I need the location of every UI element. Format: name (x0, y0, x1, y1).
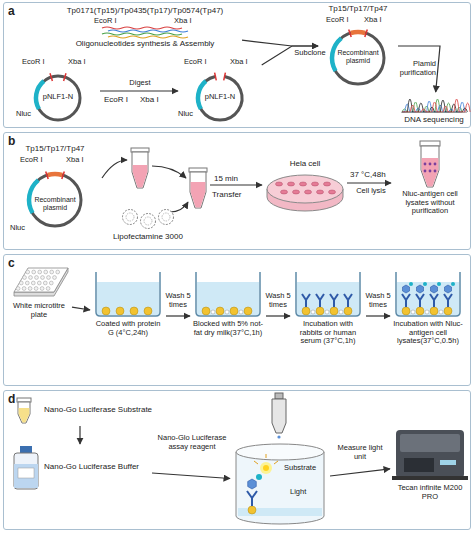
label-text: Xba I (68, 58, 86, 67)
petri-dish: Hela cell (265, 155, 345, 211)
annotation: Xba I (140, 95, 159, 104)
annotation: 37 °C,48h (350, 170, 386, 179)
label-text: Tp0171(Tp15)/Tp0435(Tp17)/Tp0574(Tp47) (50, 6, 240, 15)
tube (189, 168, 207, 208)
label-text: b (8, 135, 15, 149)
edge-label: Wash 5 times (364, 292, 392, 309)
label-text: d (8, 393, 15, 407)
well-step: Coated with protein G (4°C,24h) (92, 268, 164, 364)
label-text: c (8, 257, 15, 271)
label-text: White microtitre plate (8, 302, 70, 319)
connector (366, 315, 390, 316)
label-text: Xba I (174, 17, 192, 26)
panel: dNano-Go Luciferase SubstrateNano-Go Luc… (3, 390, 471, 530)
label-text: Nluc (178, 110, 193, 119)
edge-label: Subclone (293, 49, 327, 58)
label-text: Substrate (284, 464, 316, 473)
label-text: Xba I (364, 16, 382, 25)
label-text: Oligonucleotides synthesis & Assembly (50, 39, 240, 48)
well-step-art (292, 268, 364, 364)
label-text: Blocked with 5% not-fat dry milk(37°C,1h… (192, 320, 264, 337)
well-step-art (392, 268, 464, 364)
label-text: Nano-Go Luciferase Substrate (44, 405, 152, 414)
label-text: pNLF1-N (38, 93, 78, 102)
connector (266, 315, 290, 316)
label-text: Incubation with Nluc-antigen cell lysate… (392, 320, 464, 346)
lysate-tube: Nluc-antigen cell lysates without purifi… (393, 140, 467, 226)
plasmid: EcoR I Xba I Nluc pNLF1-N (18, 58, 98, 124)
assay-well: SubstrateLight (232, 440, 328, 524)
arrow (152, 166, 186, 178)
arrow (210, 184, 262, 185)
connector (79, 426, 80, 444)
annotation: EcoR I (104, 95, 128, 104)
label-text: Nluc (16, 110, 31, 119)
plasmid: Tp15/Tp17/Tp47EcoR I Xba I Nluc Recombinant… (10, 144, 100, 236)
label-text: EcoR I (22, 58, 45, 67)
sequencing-trace: DNA sequencing (400, 94, 468, 127)
annotation: Transfer (212, 190, 242, 199)
microtitre-plate: White microtitre plate (8, 262, 70, 342)
reagent: Lipofectamine 3000 (108, 208, 188, 246)
oligo-block: Tp0171(Tp15)/Tp0435(Tp17)/Tp0574(Tp47) Ec… (50, 6, 240, 52)
panel: cWhite microtitre plateCoated with prote… (3, 254, 471, 386)
label-text: Recombinant plasmid (334, 49, 382, 65)
edge-label: Wash 5 times (164, 292, 192, 309)
edge-label: Digest (118, 79, 162, 88)
label-text: Xba I (230, 58, 248, 67)
well-step-art (192, 268, 264, 364)
edge-label: Nano-Glo Luciferase assay reagent (156, 434, 228, 451)
label-text: pNLF1-N (200, 93, 240, 102)
connector (100, 90, 178, 91)
tube (131, 148, 149, 188)
label-text: Nano-Go Luciferase Buffer (44, 462, 139, 471)
plasmid: EcoR I Xba I Nluc pNLF1-N (180, 58, 260, 124)
label-text: a (8, 5, 15, 19)
label-text: Xba I (66, 156, 84, 165)
label-text: EcoR I (326, 16, 349, 25)
label-text: Lipofectamine 3000 (108, 232, 188, 241)
connector (330, 469, 390, 476)
label-text: DNA sequencing (400, 115, 468, 124)
assay-well-art (232, 440, 328, 524)
edge-label: Measure light unit (332, 444, 388, 461)
pipette (272, 393, 286, 439)
connector (152, 473, 230, 479)
label-text: Recombinant plasmid (32, 196, 78, 212)
substrate-tube: Nano-Go Luciferase Substrate (10, 398, 150, 424)
label-text: EcoR I (184, 58, 207, 67)
label-text: EcoR I (94, 17, 117, 26)
edge-label: Wash 5 times (264, 292, 292, 309)
plate-reader: Tecan infinite M200 PRO (392, 424, 468, 504)
label-text: Incubation with rabbits or human serum (… (292, 320, 364, 346)
label-text: Nluc-antigen cell lysates without purifi… (393, 190, 467, 216)
label-text: Tecan infinite M200 PRO (392, 484, 468, 501)
edge-label: Cell lysis (350, 187, 392, 196)
well-step: Blocked with 5% not-fat dry milk(37°C,1h… (192, 268, 264, 364)
arrow (170, 202, 188, 212)
connector (347, 182, 391, 183)
label-text: Hela cell (265, 159, 345, 168)
label-text: Nluc (10, 224, 25, 233)
connector (72, 307, 90, 310)
buffer-bottle: Nano-Go Luciferase Buffer (10, 446, 150, 490)
plasmid: Tp15/Tp17/Tp47EcoR I Xba I Recombinant pla… (320, 4, 396, 88)
label-text: Coated with protein G (4°C,24h) (92, 320, 164, 337)
edge-label: Plamid purification (388, 60, 436, 77)
label-text: Tp15/Tp17/Tp47 (320, 4, 396, 13)
well-step: Incubation with Nluc-antigen cell lysate… (392, 268, 464, 364)
label-text: Tp15/Tp17/Tp47 (10, 144, 100, 153)
label-text: EcoR I (20, 156, 43, 165)
connector (242, 40, 318, 46)
well-step: Incubation with rabbits or human serum (… (292, 268, 364, 364)
label-text: Light (290, 488, 306, 497)
connector (166, 315, 190, 316)
well-step-art (92, 268, 164, 364)
arrow (102, 160, 127, 178)
annotation: 15 min (214, 174, 238, 183)
